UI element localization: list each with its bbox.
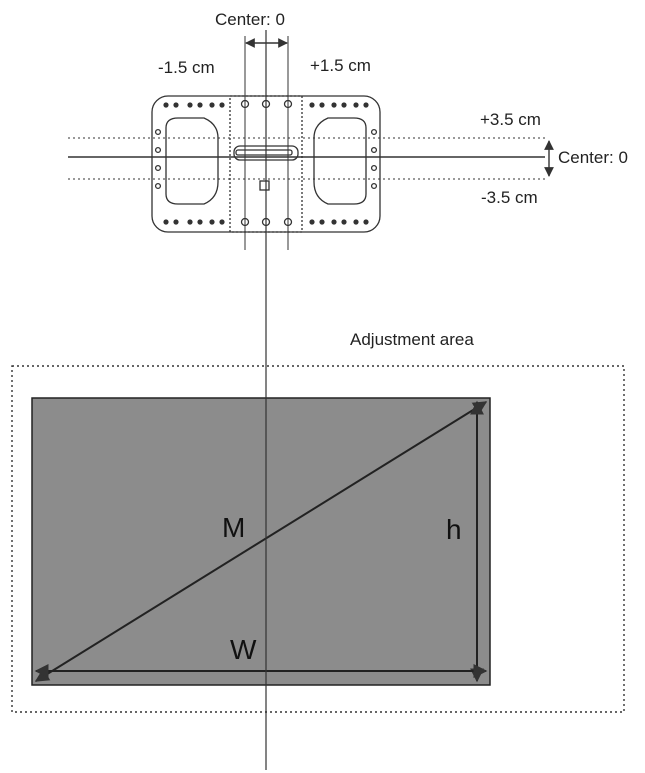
minus-y-label: -3.5 cm [481,188,538,207]
adjustment-area-label: Adjustment area [350,330,474,349]
minus-x-label: -1.5 cm [158,58,215,77]
height-label: h [446,514,462,545]
center-top-label: Center: 0 [215,10,285,29]
plus-x-label: +1.5 cm [310,56,371,75]
diagonal-label: M [222,512,246,543]
plus-y-label: +3.5 cm [480,110,541,129]
center-right-label: Center: 0 [558,148,628,167]
adjustment-area-border [11,365,625,713]
wall-mount-plate [151,95,381,233]
width-label: W [230,634,257,665]
diagonal-arrow [34,401,488,682]
